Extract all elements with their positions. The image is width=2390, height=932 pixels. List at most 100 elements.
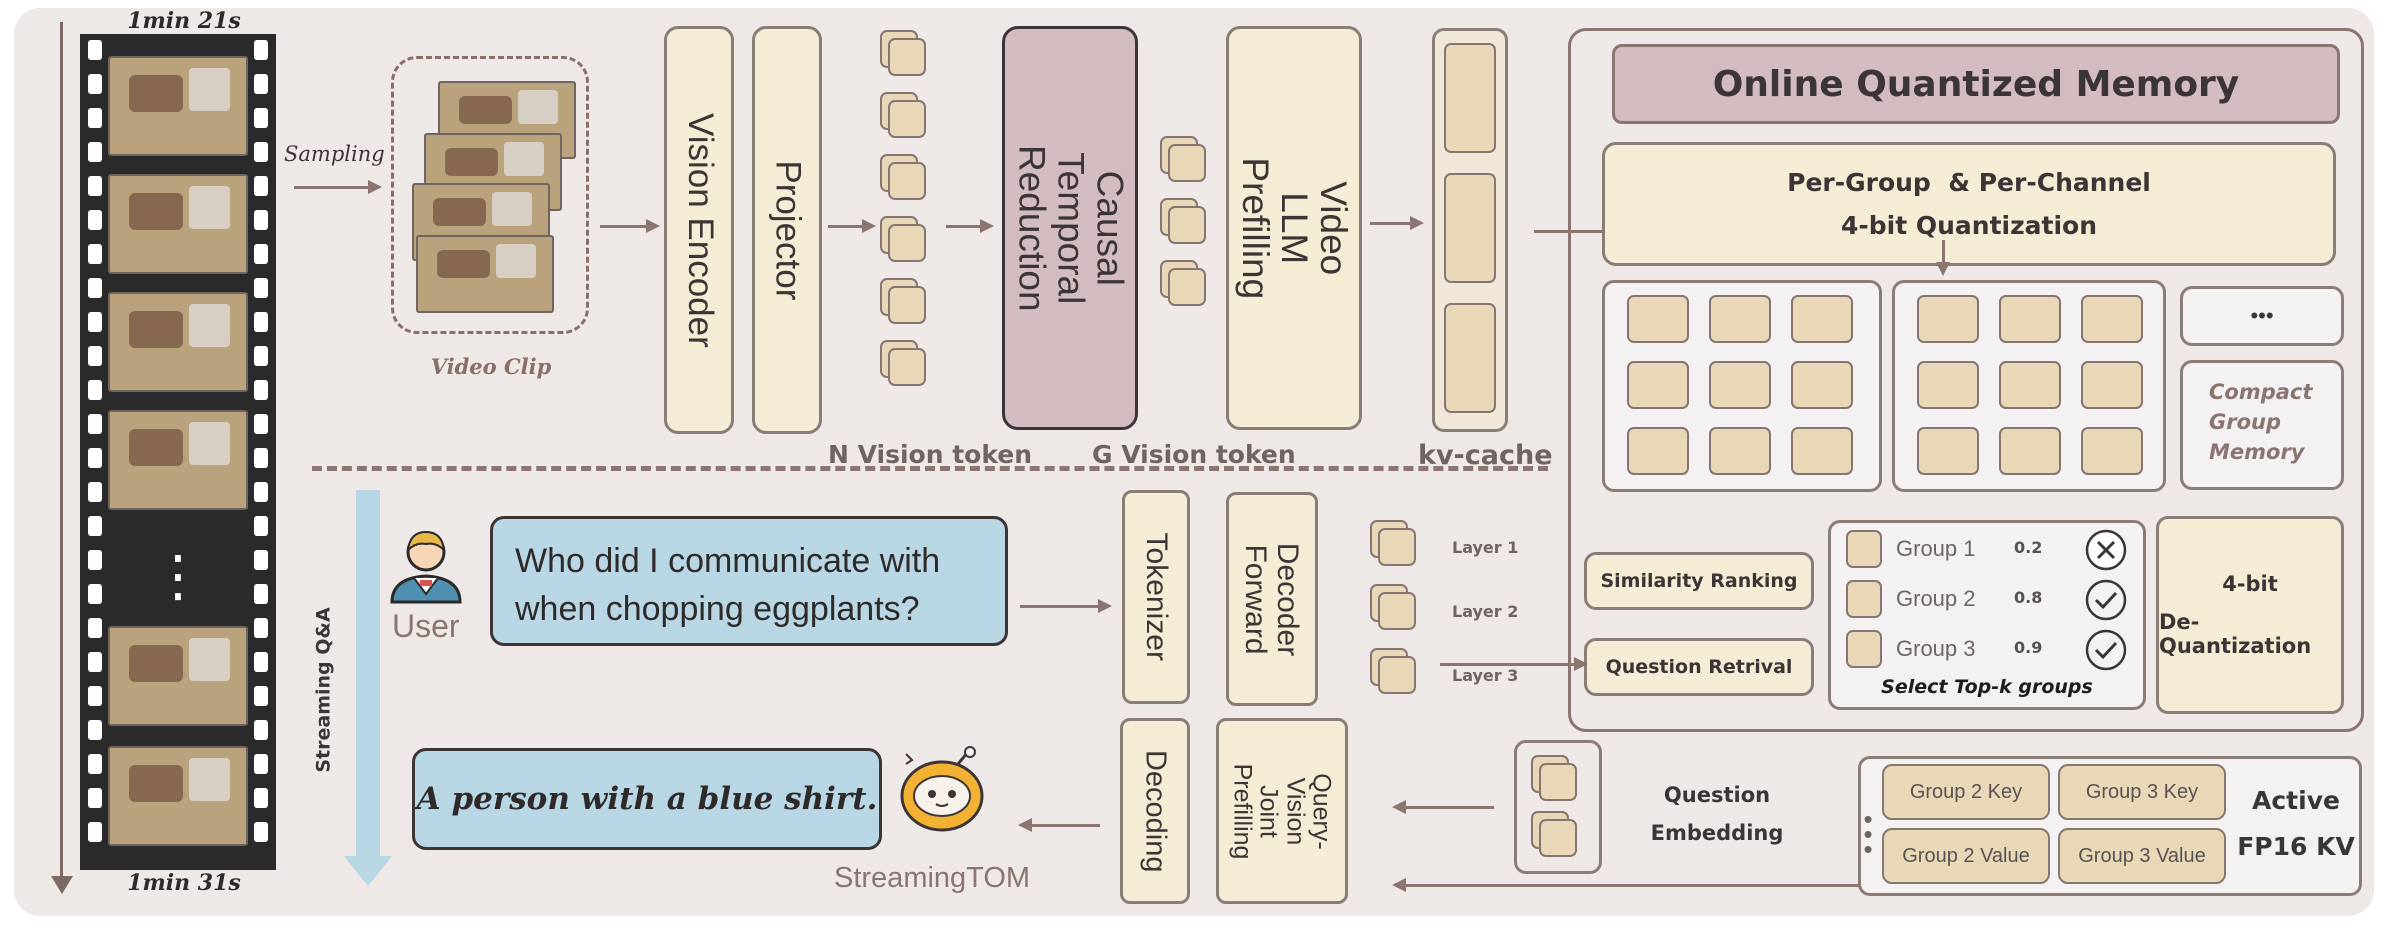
sprocket-hole bbox=[88, 482, 102, 502]
quant-down-arrow bbox=[1942, 240, 1945, 264]
quantized-block bbox=[1917, 295, 1979, 343]
sprocket-hole bbox=[88, 244, 102, 264]
sprocket-hole bbox=[254, 244, 268, 264]
film-frame bbox=[108, 292, 248, 392]
question-to-tokenizer-arrow bbox=[1020, 605, 1100, 608]
vision-token bbox=[1168, 268, 1206, 306]
vision-token bbox=[1168, 144, 1206, 182]
sprocket-hole bbox=[88, 210, 102, 230]
cross-icon bbox=[2084, 528, 2128, 572]
arrow-head bbox=[1018, 818, 1032, 832]
arrow-head bbox=[980, 219, 994, 233]
sprocket-hole bbox=[254, 516, 268, 536]
sprocket-hole bbox=[88, 754, 102, 774]
memory-title: Online Quantized Memory bbox=[1612, 44, 2340, 124]
sprocket-hole bbox=[254, 40, 268, 60]
similarity-ranking-block: Similarity Ranking bbox=[1584, 552, 1814, 610]
projector-block: Projector bbox=[752, 26, 822, 434]
sprocket-hole bbox=[88, 618, 102, 638]
layer-label: Layer 3 bbox=[1452, 666, 1519, 685]
sprocket-hole bbox=[254, 448, 268, 468]
group-block bbox=[1846, 580, 1882, 618]
quantized-block bbox=[1791, 427, 1853, 475]
video-clip-box bbox=[391, 56, 589, 334]
vision-token bbox=[888, 38, 926, 76]
quantized-block bbox=[1999, 361, 2061, 409]
clip-frame bbox=[416, 235, 554, 313]
sampling-label: Sampling bbox=[284, 142, 385, 166]
sampling-arrow bbox=[294, 186, 370, 189]
sprocket-hole bbox=[88, 380, 102, 400]
quantized-block bbox=[1709, 427, 1771, 475]
quantized-block bbox=[1627, 361, 1689, 409]
end-time-label: 1min 31s bbox=[127, 870, 241, 896]
film-frame bbox=[108, 174, 248, 274]
film-ellipsis: ⋮ bbox=[150, 544, 206, 607]
model-name-label: StreamingTOM bbox=[834, 862, 1031, 894]
film-frame bbox=[108, 56, 248, 156]
quantized-group-2 bbox=[1892, 280, 2166, 492]
sprocket-hole bbox=[254, 210, 268, 230]
quantized-block bbox=[1999, 295, 2061, 343]
sprocket-hole bbox=[254, 482, 268, 502]
check-icon bbox=[2084, 628, 2128, 672]
sprocket-hole bbox=[254, 414, 268, 434]
question-retrival-block: Question Retrival bbox=[1584, 638, 1814, 696]
tokenizer-block: Tokenizer bbox=[1122, 490, 1190, 704]
sprocket-hole bbox=[88, 822, 102, 842]
timeline-arrow-head bbox=[51, 876, 73, 894]
group-score: 0.9 bbox=[2014, 638, 2043, 657]
arrow-head bbox=[862, 219, 876, 233]
quantized-block bbox=[1627, 295, 1689, 343]
vision-token bbox=[1168, 206, 1206, 244]
decoding-to-answer-arrow bbox=[1030, 824, 1100, 827]
vision-token bbox=[888, 162, 926, 200]
n-vision-tokens bbox=[880, 30, 940, 390]
vision-token bbox=[888, 286, 926, 324]
kv-to-prefill-arrow bbox=[1404, 884, 1860, 887]
sprocket-hole bbox=[88, 176, 102, 196]
dequantization-block: 4-bit De-Quantization bbox=[2156, 516, 2344, 714]
quantized-block bbox=[1917, 427, 1979, 475]
decoder-forward-block: Decoder Forward bbox=[1226, 492, 1318, 706]
layer3-to-retrieval-arrow bbox=[1440, 663, 1576, 666]
query-vision-joint-prefilling-block: Query-Vision Joint Prefilling bbox=[1216, 718, 1348, 904]
start-time-label: 1min 21s bbox=[127, 8, 241, 34]
layer-token bbox=[1378, 528, 1416, 566]
film-frame bbox=[108, 410, 248, 510]
sprocket-hole bbox=[254, 142, 268, 162]
sprocket-hole bbox=[254, 312, 268, 332]
embedding-to-prefill-arrow bbox=[1404, 806, 1494, 809]
answer-bubble: A person with a blue shirt. bbox=[412, 748, 882, 850]
user-avatar-icon bbox=[384, 520, 468, 604]
sprocket-hole bbox=[254, 584, 268, 604]
quantized-group-1 bbox=[1602, 280, 1882, 492]
vision-token bbox=[888, 224, 926, 262]
g-vision-token-label: G Vision token bbox=[1092, 440, 1296, 469]
arrow-head bbox=[646, 219, 660, 233]
user-label: User bbox=[392, 608, 460, 644]
sprocket-hole bbox=[88, 108, 102, 128]
sprocket-hole bbox=[88, 40, 102, 60]
causal-temporal-reduction-block: Causal Temporal Reduction bbox=[1002, 26, 1138, 430]
sprocket-hole bbox=[254, 346, 268, 366]
sprocket-hole bbox=[88, 414, 102, 434]
sprocket-hole bbox=[254, 720, 268, 740]
robot-icon bbox=[896, 746, 988, 838]
film-sprocket-holes-left bbox=[88, 40, 102, 860]
check-icon bbox=[2084, 578, 2128, 622]
quantized-block bbox=[1917, 361, 1979, 409]
sprocket-hole bbox=[88, 686, 102, 706]
sprocket-hole bbox=[254, 74, 268, 94]
sprocket-hole bbox=[88, 448, 102, 468]
group-name: Group 3 bbox=[1896, 636, 1976, 661]
online-quantized-memory-panel bbox=[1568, 28, 2364, 732]
arrow-head bbox=[1410, 216, 1424, 230]
timeline-arrow bbox=[60, 22, 63, 882]
group-score: 0.2 bbox=[2014, 538, 2043, 557]
arrow-head bbox=[1392, 878, 1406, 892]
